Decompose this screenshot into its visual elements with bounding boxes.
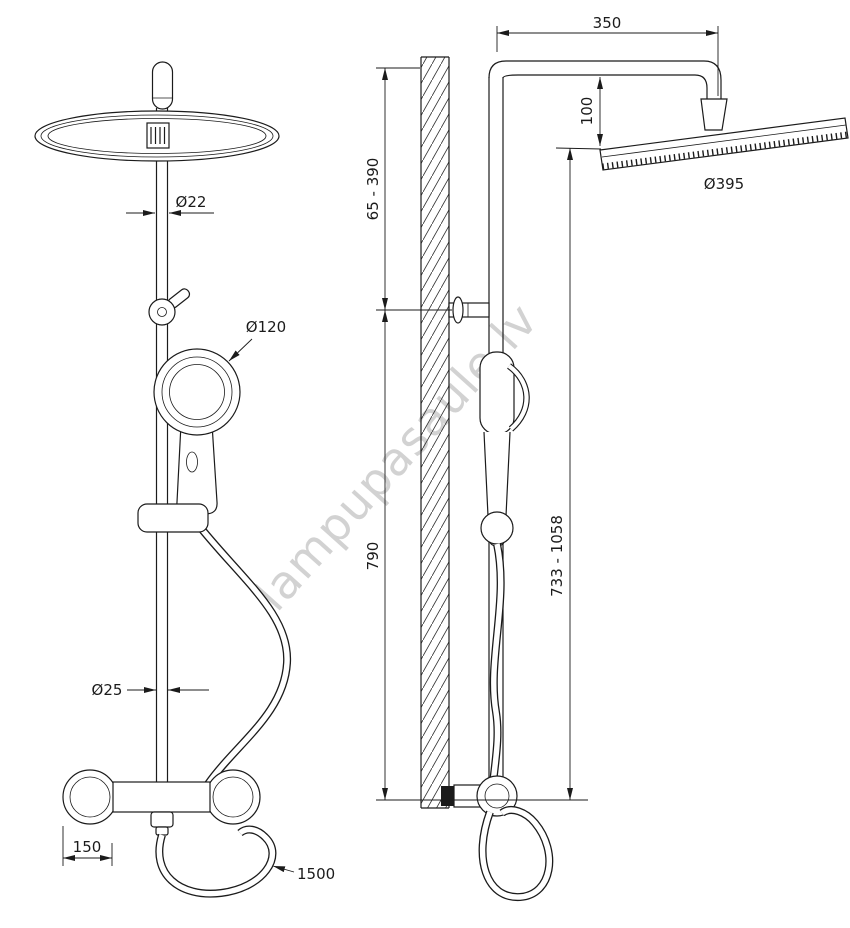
wall-mount-bracket	[448, 296, 490, 324]
hand-shower-handle	[176, 423, 218, 515]
slider-bracket	[137, 503, 209, 533]
dim-pipe-diameter-top: Ø22	[176, 193, 207, 211]
front-dimensions: Ø22 Ø120 Ø25 150 1500	[62, 193, 335, 883]
shower-hose-loop	[155, 825, 277, 898]
dim-upper-height-range: 65 - 390	[364, 158, 382, 221]
slider-clamp	[148, 288, 191, 326]
mixer-tap	[62, 769, 261, 836]
dim-inlet-spacing: 150	[73, 838, 102, 856]
head-connector	[700, 98, 728, 131]
dim-hose-length: 1500	[297, 865, 335, 883]
rain-shower-head-side	[599, 117, 849, 171]
hose-side-loop	[478, 806, 554, 902]
wall-section	[420, 56, 450, 809]
pipe-top-cap	[151, 61, 174, 110]
mixer-side	[441, 775, 518, 817]
hose-side-upper	[489, 543, 505, 785]
hand-shower-side	[479, 351, 530, 547]
side-view: 350 100 Ø395 65 - 390 790 733 - 1058	[364, 14, 849, 902]
front-view: Ø22 Ø120 Ø25 150 1500	[34, 61, 335, 898]
riser-pipe	[155, 108, 169, 782]
side-dimensions: 350 100 Ø395 65 - 390 790 733 - 1058	[364, 14, 744, 801]
dim-arm-reach: 350	[593, 14, 622, 32]
dim-pipe-diameter-bottom: Ø25	[92, 681, 123, 699]
dim-head-offset: 100	[578, 97, 596, 126]
riser-pipe-side	[488, 60, 728, 791]
hand-shower-face	[153, 348, 241, 436]
rain-shower-head-front	[34, 110, 280, 162]
dim-head-diameter: Ø395	[704, 175, 744, 193]
dim-hand-shower-diameter: Ø120	[246, 318, 286, 336]
dim-head-height-range: 733 - 1058	[548, 515, 566, 597]
dim-column-height: 790	[364, 542, 382, 571]
